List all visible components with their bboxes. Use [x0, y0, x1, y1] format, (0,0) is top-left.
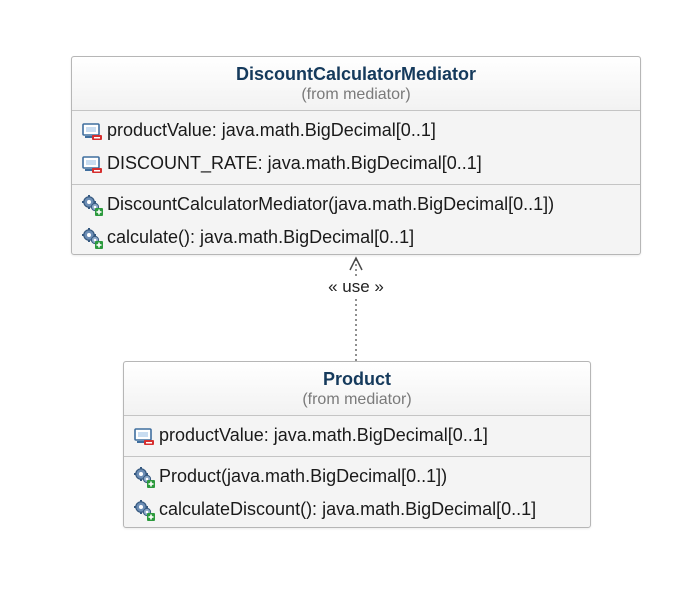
class-product[interactable]: Product (from mediator) productValue: ja… — [123, 361, 591, 528]
operation-row[interactable]: calculate(): java.math.BigDecimal[0..1] — [72, 221, 640, 254]
class-package: (from mediator) — [302, 391, 412, 408]
class-name: Product — [322, 369, 391, 389]
operation-label: DiscountCalculatorMediator(java.math.Big… — [107, 194, 555, 214]
operation-label: Product(java.math.BigDecimal[0..1]) — [159, 466, 448, 486]
class-header: DiscountCalculatorMediator (from mediato… — [72, 57, 640, 111]
public-operation-icon — [81, 194, 103, 216]
public-operation-icon — [81, 227, 103, 249]
attributes-compartment: productValue: java.math.BigDecimal[0..1] — [124, 416, 590, 457]
use-stereotype-label: « use » — [308, 277, 404, 297]
operation-label: calculate(): java.math.BigDecimal[0..1] — [107, 227, 415, 247]
public-operation-icon — [133, 466, 155, 488]
private-attribute-icon — [81, 120, 103, 142]
operation-row[interactable]: Product(java.math.BigDecimal[0..1]) — [124, 460, 590, 493]
class-header: Product (from mediator) — [124, 362, 590, 416]
attribute-row[interactable]: DISCOUNT_RATE: java.math.BigDecimal[0..1… — [72, 147, 640, 180]
attribute-label: productValue: java.math.BigDecimal[0..1] — [159, 425, 488, 445]
operation-row[interactable]: calculateDiscount(): java.math.BigDecima… — [124, 493, 590, 526]
attribute-label: productValue: java.math.BigDecimal[0..1] — [107, 120, 436, 140]
private-attribute-icon — [133, 425, 155, 447]
operation-row[interactable]: DiscountCalculatorMediator(java.math.Big… — [72, 188, 640, 221]
attributes-compartment: productValue: java.math.BigDecimal[0..1]… — [72, 111, 640, 185]
operations-compartment: DiscountCalculatorMediator(java.math.Big… — [72, 185, 640, 258]
public-operation-icon — [133, 499, 155, 521]
attribute-label: DISCOUNT_RATE: java.math.BigDecimal[0..1… — [107, 153, 482, 173]
private-attribute-icon — [81, 153, 103, 175]
attribute-row[interactable]: productValue: java.math.BigDecimal[0..1] — [124, 419, 590, 452]
class-name: DiscountCalculatorMediator — [235, 64, 477, 84]
attribute-row[interactable]: productValue: java.math.BigDecimal[0..1] — [72, 114, 640, 147]
operations-compartment: Product(java.math.BigDecimal[0..1]) calc… — [124, 457, 590, 530]
class-package: (from mediator) — [301, 86, 411, 103]
class-discount-calculator-mediator[interactable]: DiscountCalculatorMediator (from mediato… — [71, 56, 641, 255]
operation-label: calculateDiscount(): java.math.BigDecima… — [159, 499, 537, 519]
dependency-arrowhead — [349, 256, 363, 271]
